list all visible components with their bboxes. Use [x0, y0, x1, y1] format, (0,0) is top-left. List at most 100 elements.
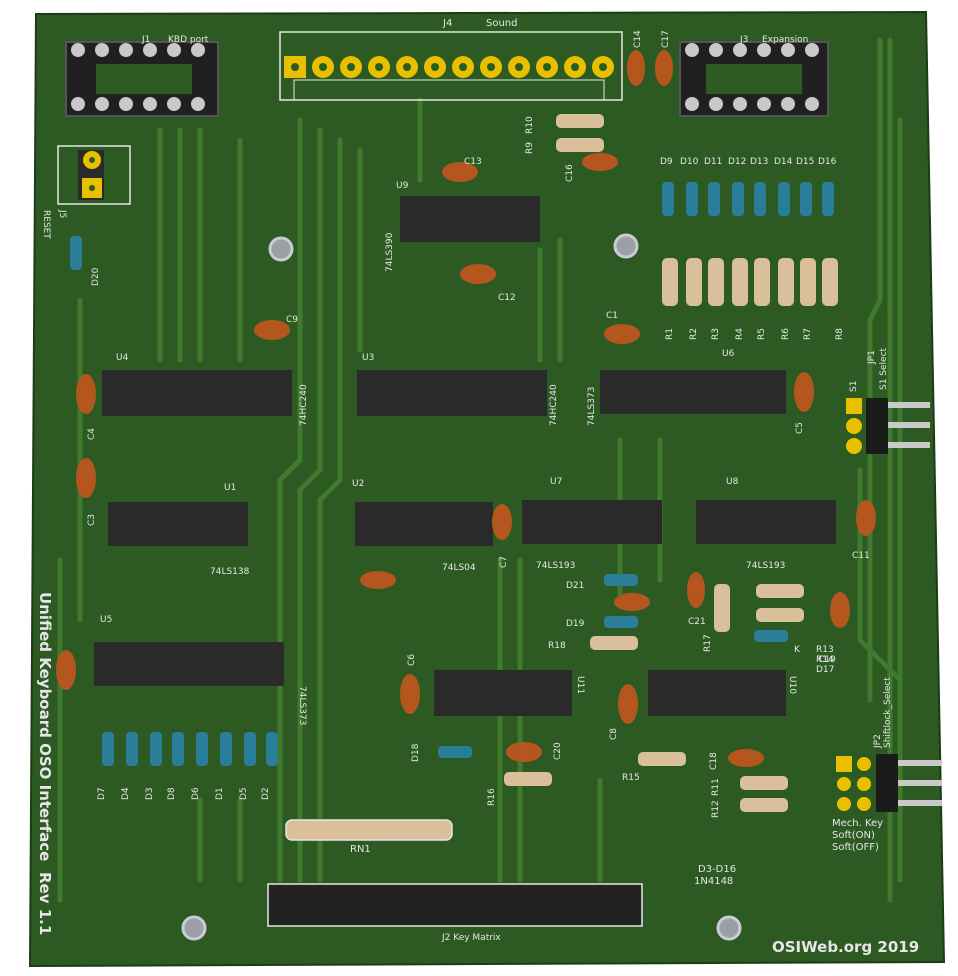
resistor-r13	[756, 584, 804, 598]
u4-part: 74HC240	[299, 384, 309, 426]
diode-label-d16: D16	[818, 157, 837, 167]
cap-label-c5: C5	[795, 422, 805, 434]
diode-label-d18: D18	[411, 743, 421, 762]
ic-u6: U6 74LS373	[587, 349, 786, 426]
cap-c3	[76, 458, 96, 498]
cap-label-c7: C7	[499, 556, 509, 568]
cap-label-c16: C17	[661, 30, 671, 48]
cap-label-c4: C4	[87, 428, 97, 440]
diode-label-d10: D10	[680, 157, 699, 167]
diode-label-d14: D14	[774, 157, 793, 167]
diode-d14	[778, 182, 790, 216]
diode-d13	[754, 182, 766, 216]
resistor-r2	[686, 258, 702, 306]
resistor-r10	[556, 114, 604, 128]
ic-u3: U3 74HC240	[357, 353, 559, 426]
cap-label-c19: C20	[553, 742, 563, 760]
resistor-r12	[740, 798, 788, 812]
res-label-r17: R17	[703, 634, 713, 652]
res-label-r12: R12	[711, 800, 721, 818]
cap-c20	[687, 572, 705, 608]
cap-c18	[830, 592, 850, 628]
resistor-r8	[822, 258, 838, 306]
res-label-r16: R16	[487, 788, 497, 806]
res-label-r15: R15	[622, 773, 640, 783]
diode-d20	[70, 236, 82, 270]
ic-u11: U11	[434, 670, 585, 716]
cap-c5	[794, 372, 814, 412]
pin-k-label: K	[794, 645, 801, 655]
diode-d9	[662, 182, 674, 216]
u10-ref: U10	[787, 676, 797, 694]
cap-c-u5	[56, 650, 76, 690]
j3-ref: J3	[739, 35, 748, 45]
res-label-r2: R2	[689, 328, 699, 340]
ic-u7: U7 74LS193	[522, 477, 662, 571]
res-label-r1: R1	[665, 328, 675, 340]
cap-label-c11: C11	[852, 551, 870, 561]
j2-label: J2 Key Matrix	[441, 933, 501, 943]
res-label-r6: R6	[781, 328, 791, 340]
connector-j2: J2 Key Matrix	[267, 883, 643, 943]
u3-part: 74HC240	[549, 384, 559, 426]
j1-label: KBD port	[168, 35, 209, 45]
mounting-hole	[181, 915, 207, 941]
res-label-r5: R5	[757, 328, 767, 340]
board-title: Unified Keyboard OSO Interface	[36, 592, 54, 861]
u7-part: 74LS193	[536, 561, 575, 571]
diode-label-d15: D15	[796, 157, 814, 167]
cap-label-c17: C18	[709, 752, 719, 770]
u8-part: 74LS193	[746, 561, 785, 571]
diode-label-d12: D12	[728, 157, 746, 167]
res-label-r3: R3	[711, 328, 721, 340]
resistor-bank	[504, 114, 838, 812]
diode-note-2: 1N4148	[694, 876, 733, 887]
cap-label-c8: C9	[286, 315, 298, 325]
cap-label-c12: C12	[498, 293, 516, 303]
jp2-ref: JP2	[873, 734, 883, 749]
cap-c8	[254, 320, 290, 340]
res-label-r14: R14	[816, 655, 834, 665]
cap-c7	[492, 504, 512, 540]
mounting-holes	[181, 233, 742, 941]
u4-ref: U4	[116, 353, 129, 363]
res-label-r9: R9	[525, 142, 535, 154]
u7-ref: U7	[550, 477, 562, 487]
jp2-option-3: Soft(OFF)	[832, 842, 879, 853]
res-label-r7: R7	[803, 328, 813, 340]
resistor-r17	[714, 584, 730, 632]
resistor-r1	[662, 258, 678, 306]
cap-label-c20: C21	[688, 617, 706, 627]
diode-d18	[438, 746, 472, 758]
resistor-r11	[740, 776, 788, 790]
jp2-option-1: Mech. Key	[832, 818, 883, 829]
jp1-label: S1 Select	[879, 347, 889, 390]
res-label-r13: R13	[816, 645, 834, 655]
diode-bank-top: D9 D10 D11 D12 D13 D14 D15 D16	[660, 157, 837, 216]
capacitors	[56, 50, 876, 767]
diode-d16	[822, 182, 834, 216]
u11-ref: U11	[575, 676, 585, 694]
cap-c12	[460, 264, 496, 284]
diode-label-d9: D9	[660, 157, 673, 167]
resistor-r7	[800, 258, 816, 306]
cap-label-c1: C1	[606, 311, 618, 321]
diode-d12	[732, 182, 744, 216]
diode-d8	[172, 732, 184, 766]
j4-ref: J4	[442, 18, 452, 29]
resistor-r6	[778, 258, 794, 306]
rn1-ref: RN1	[350, 844, 371, 855]
u3-ref: U3	[362, 353, 374, 363]
jp2-option-2: Soft(ON)	[832, 830, 875, 841]
cap-label-c13: C13	[464, 157, 482, 167]
cap-label-c6: C6	[407, 654, 417, 666]
res-label-r8: R8	[835, 328, 845, 340]
cap-c16	[655, 50, 673, 86]
jp2-label: Shiftlock_Select	[883, 677, 893, 748]
cap-c4	[76, 374, 96, 414]
resistor-r14	[756, 608, 804, 622]
diode-label-d11: D11	[704, 157, 722, 167]
diode-label-d4: D4	[121, 787, 131, 800]
resistor-r5	[754, 258, 770, 306]
